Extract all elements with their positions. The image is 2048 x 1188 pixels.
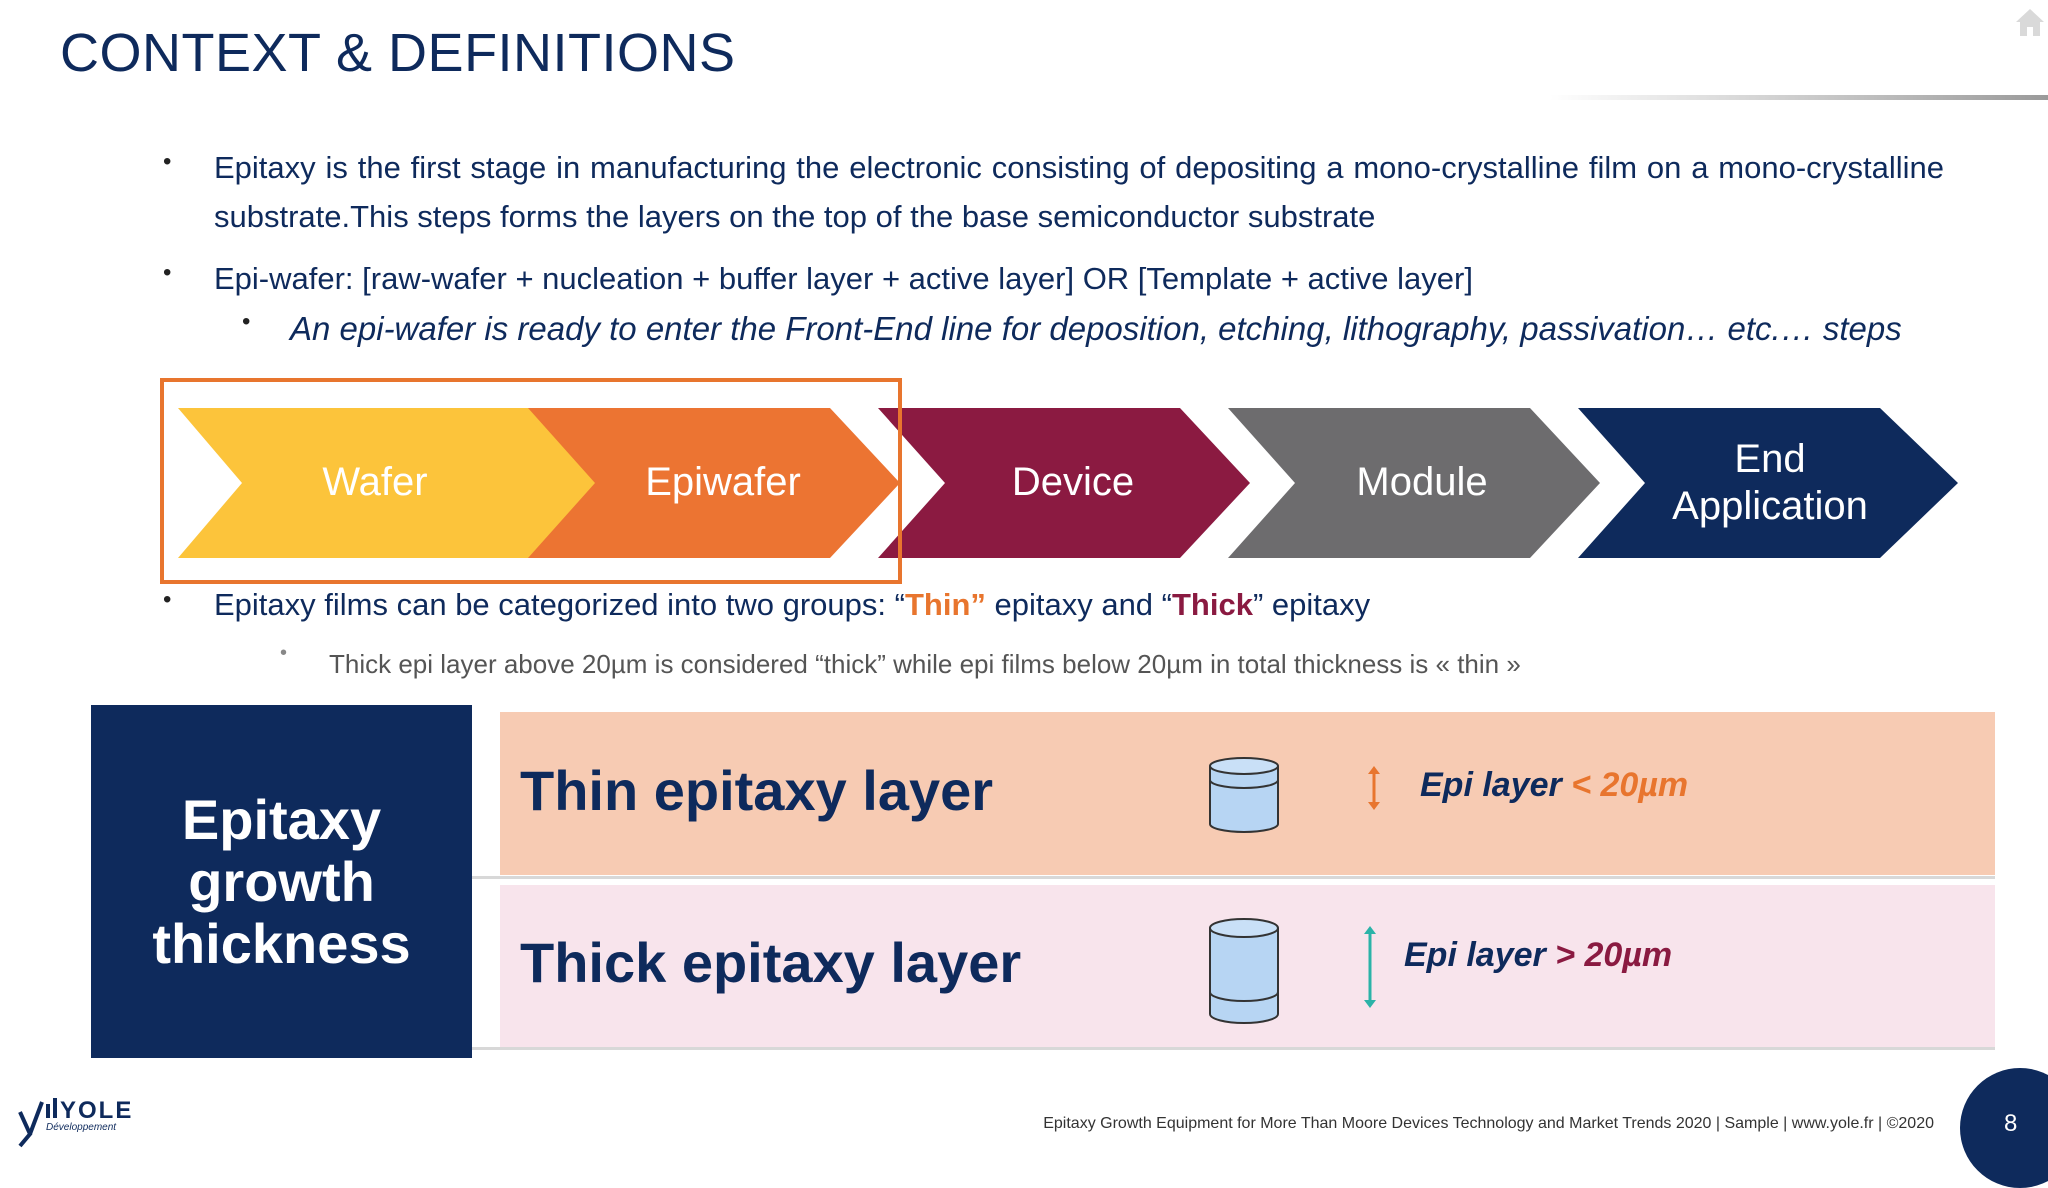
thick-layer-title: Thick epitaxy layer xyxy=(520,931,1022,994)
text: epitaxy and “ xyxy=(985,587,1172,622)
title-rule xyxy=(1550,95,2048,100)
bullet-epitaxy-definition: Epitaxy is the first stage in manufactur… xyxy=(214,150,1944,234)
thick-keyword: Thick xyxy=(1171,587,1253,622)
thin-threshold: < 20µm xyxy=(1571,766,1689,804)
logo-sub: Développement xyxy=(46,1122,117,1133)
thick-layer-disc-icon xyxy=(1209,918,1279,1024)
highlight-frame xyxy=(160,378,902,584)
chevron-end-application xyxy=(1578,408,1958,558)
chevron-label-application: Application xyxy=(1672,484,1868,528)
text: Epitaxy films can be categorized into tw… xyxy=(214,587,905,622)
chevron-label-device: Device xyxy=(1012,460,1134,504)
thin-thickness-arrow-icon xyxy=(1368,766,1380,810)
thickness-heading-box: Epitaxy growth thickness xyxy=(91,705,472,1058)
bullet-thickness-threshold: Thick epi layer above 20µm is considered… xyxy=(329,649,1521,679)
text: ” epitaxy xyxy=(1252,587,1371,622)
logo-name: YOLE xyxy=(60,1097,133,1124)
heading-line: Epitaxy xyxy=(181,787,382,851)
chevron-wafer xyxy=(178,408,612,558)
heading-line: growth xyxy=(188,849,375,913)
thin-layer-disc-icon xyxy=(1209,757,1279,833)
bullet-epi-wafer: Epi-wafer: [raw-wafer + nucleation + buf… xyxy=(214,261,1473,296)
thick-threshold: > 20µm xyxy=(1555,936,1673,974)
thick-layer-spec: Epi layer > 20µm xyxy=(1404,936,1672,975)
chevron-label-module: Module xyxy=(1356,460,1487,504)
heading-line: thickness xyxy=(152,911,411,975)
bullet-marker: • xyxy=(163,586,172,613)
bullet-marker: • xyxy=(163,259,172,286)
chevron-label-end: End xyxy=(1734,437,1805,481)
bullet-marker: • xyxy=(163,148,172,175)
home-icon[interactable] xyxy=(2012,4,2048,40)
footer-source: Epitaxy Growth Equipment for More Than M… xyxy=(1043,1115,1934,1132)
text: Epi layer xyxy=(1420,766,1572,804)
text: Epi layer xyxy=(1404,936,1556,974)
thick-thickness-arrow-icon xyxy=(1364,926,1376,1008)
thin-layer-title: Thin epitaxy layer xyxy=(520,759,994,822)
chevron-module xyxy=(1228,408,1600,558)
page-number: 8 xyxy=(2004,1110,2018,1137)
bullet-epitaxy-groups: Epitaxy films can be categorized into tw… xyxy=(214,580,1370,629)
thin-layer-spec: Epi layer < 20µm xyxy=(1420,766,1688,805)
yole-logo: YOLE Développement xyxy=(18,1097,133,1148)
band-divider xyxy=(472,876,1995,879)
chevron-label-epiwafer: Epiwafer xyxy=(645,460,801,504)
bullet-marker: • xyxy=(242,308,251,335)
page-title: CONTEXT & DEFINITIONS xyxy=(60,23,736,83)
chevron-epiwafer xyxy=(528,408,900,558)
value-chain-diagram: Wafer Epiwafer Device Module End Applica… xyxy=(178,408,1958,558)
chevron-device xyxy=(878,408,1250,558)
chevron-label-wafer: Wafer xyxy=(322,460,427,504)
band-divider xyxy=(472,1047,1995,1050)
thin-keyword: Thin” xyxy=(904,587,986,622)
bullet-epi-wafer-sub: An epi-wafer is ready to enter the Front… xyxy=(290,310,1902,347)
bullet-marker: • xyxy=(280,642,288,664)
